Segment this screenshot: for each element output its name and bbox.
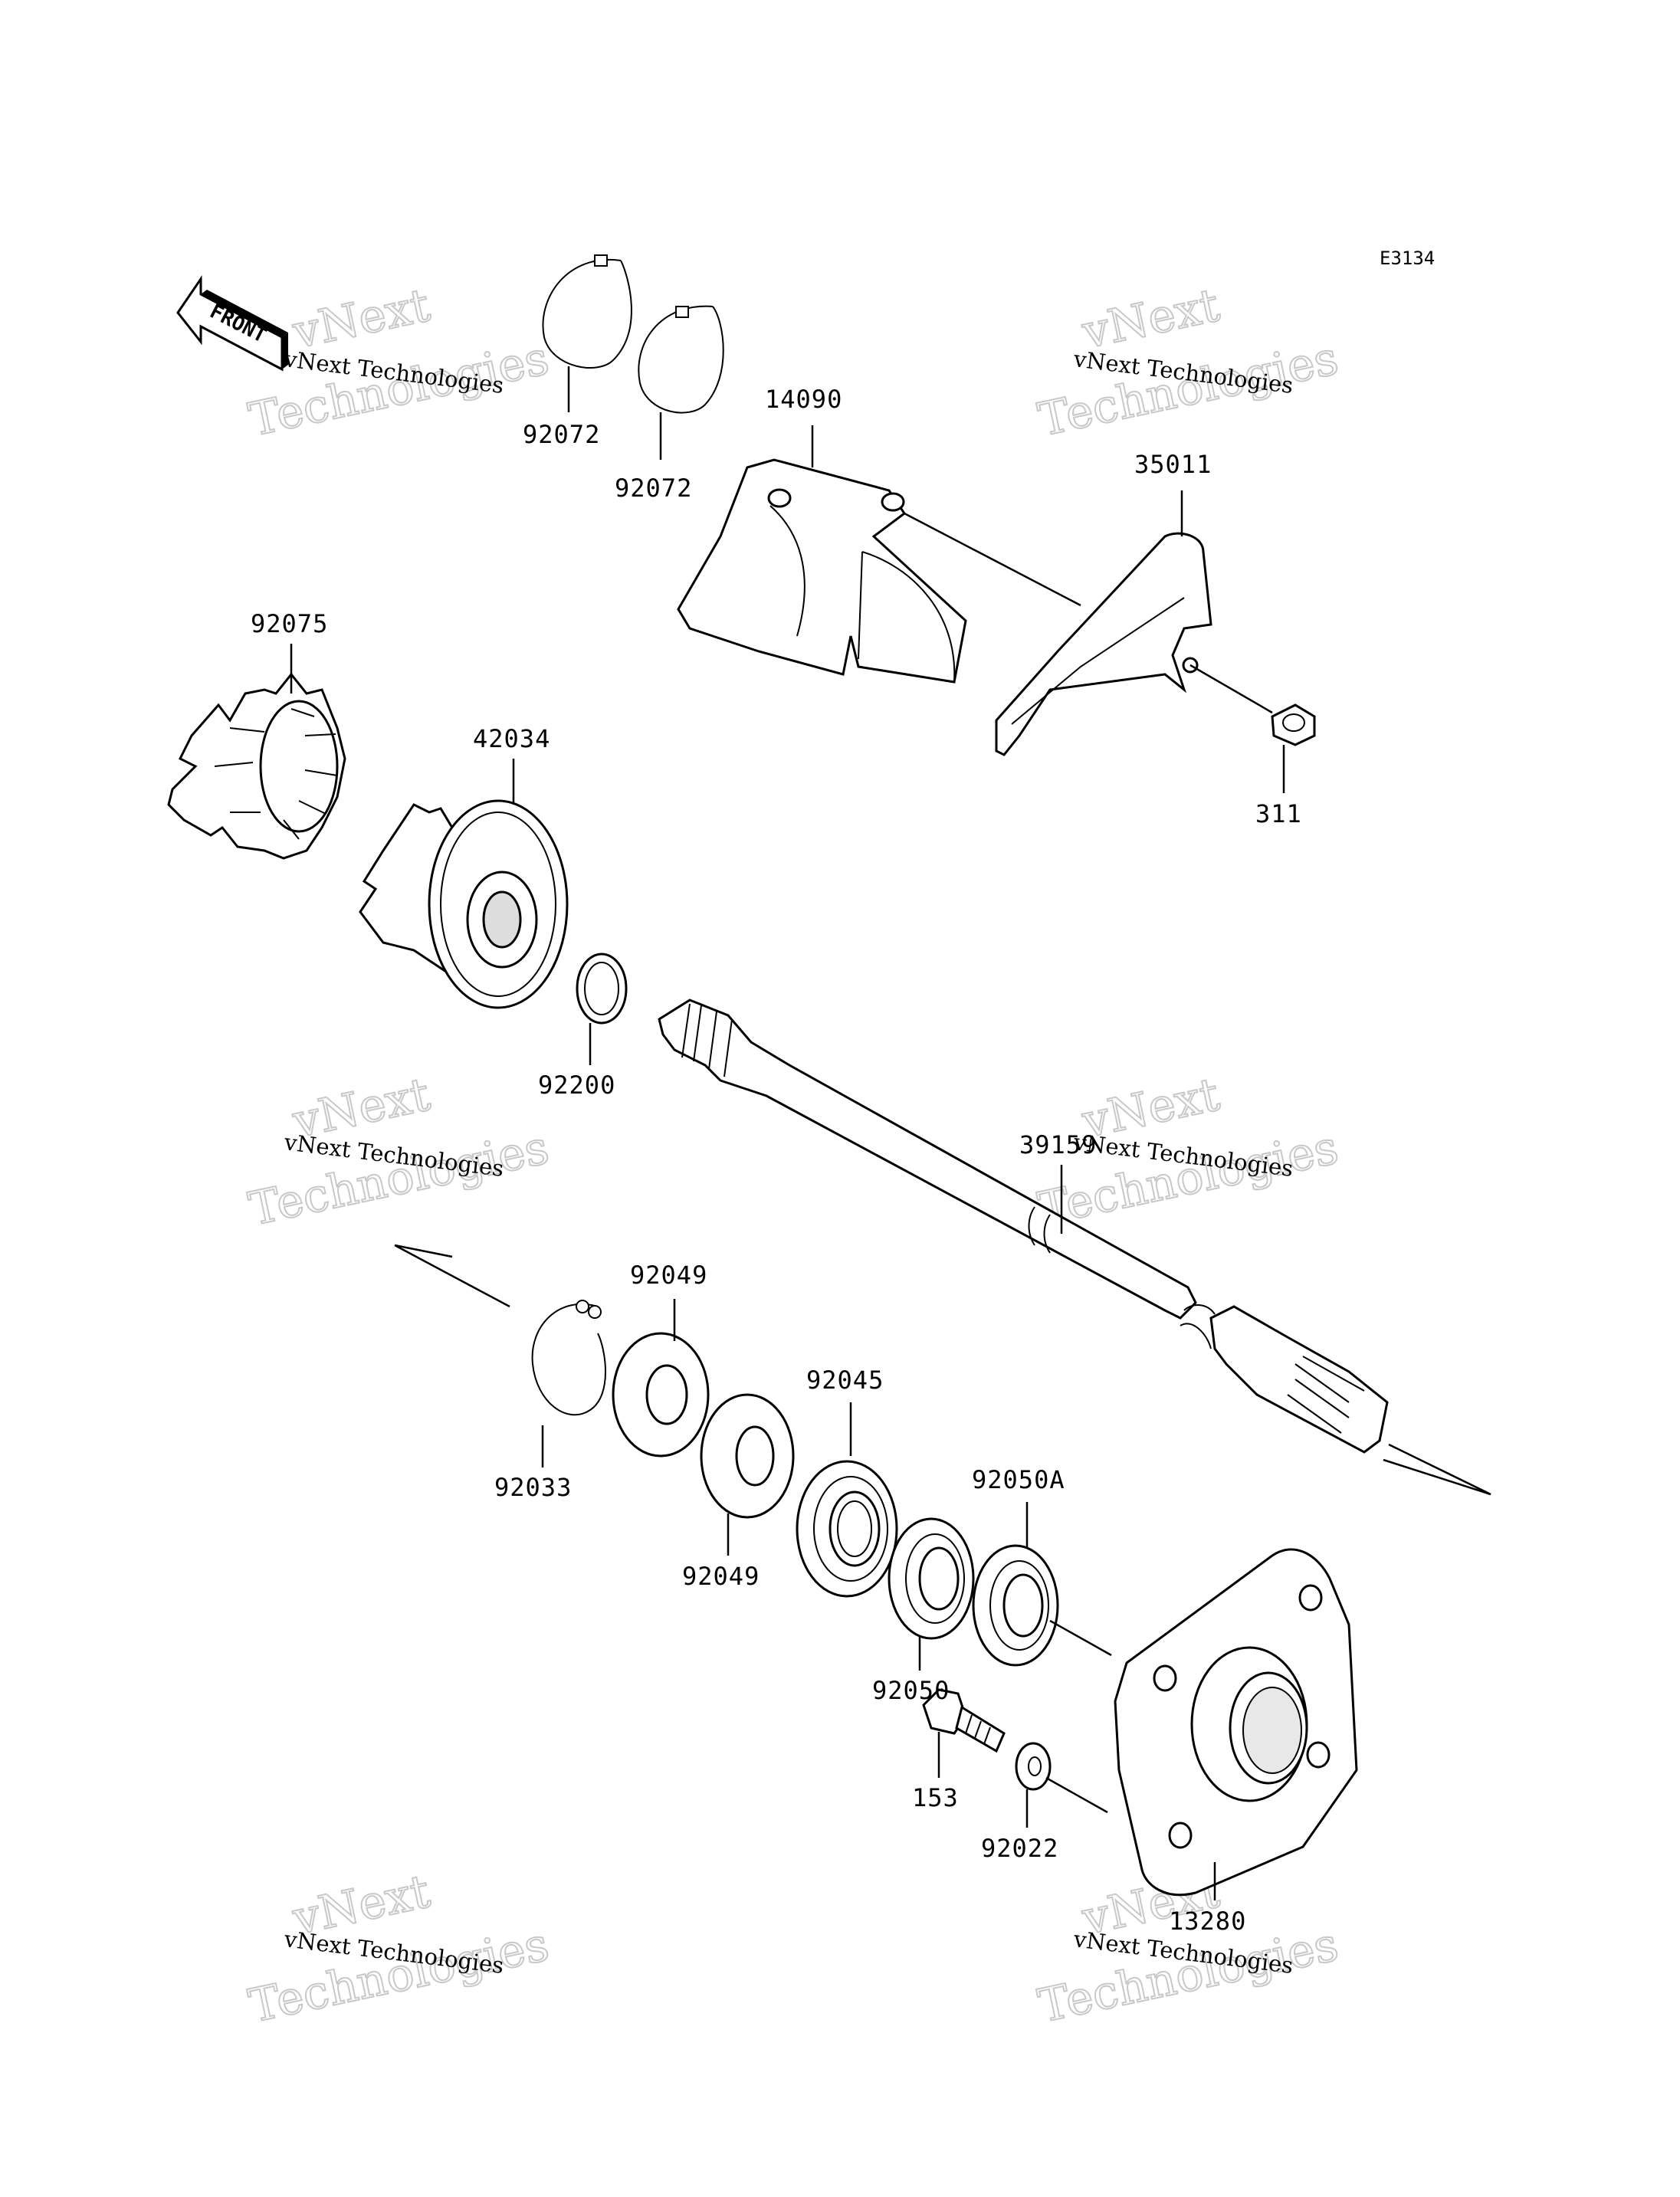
label-35011[interactable]: 35011 bbox=[1134, 450, 1212, 479]
part-labels: 92072 92072 14090 35011 311 92075 42034 … bbox=[251, 385, 1302, 1936]
part-42034-impeller[interactable] bbox=[359, 759, 569, 1009]
label-92045[interactable]: 92045 bbox=[806, 1366, 884, 1395]
part-92045-bearing[interactable] bbox=[796, 1402, 898, 1598]
part-35011-bracket[interactable] bbox=[995, 490, 1273, 756]
part-13280-housing[interactable] bbox=[1114, 1548, 1358, 1900]
part-14090-cover[interactable] bbox=[677, 425, 1081, 684]
label-92049[interactable]: 92049 bbox=[682, 1562, 760, 1591]
svg-text:vNext: vNext bbox=[1077, 278, 1223, 359]
label-311[interactable]: 311 bbox=[1255, 799, 1302, 828]
label-92050A[interactable]: 92050A bbox=[972, 1465, 1065, 1494]
label-92072[interactable]: 92072 bbox=[615, 474, 692, 503]
diagram-code: E3134 bbox=[1380, 248, 1435, 269]
part-39159-shaft[interactable] bbox=[394, 998, 1491, 1496]
watermark: vNext Technologies bbox=[1033, 277, 1344, 448]
part-92050-bearing[interactable] bbox=[888, 1517, 975, 1671]
part-92022-washer[interactable] bbox=[1015, 1742, 1108, 1828]
part-92049-seal[interactable] bbox=[612, 1299, 710, 1458]
label-153[interactable]: 153 bbox=[912, 1783, 959, 1812]
label-92072[interactable]: 92072 bbox=[523, 420, 600, 449]
label-92200[interactable]: 92200 bbox=[538, 1071, 615, 1100]
svg-text:vNext: vNext bbox=[287, 278, 434, 359]
front-arrow-icon: FRONT bbox=[176, 275, 288, 372]
label-92033[interactable]: 92033 bbox=[494, 1473, 572, 1502]
label-42034[interactable]: 42034 bbox=[473, 724, 550, 753]
label-92050[interactable]: 92050 bbox=[872, 1676, 950, 1705]
part-92075-damper[interactable] bbox=[167, 644, 346, 860]
part-92033-circlip[interactable] bbox=[531, 1300, 606, 1467]
label-92022[interactable]: 92022 bbox=[981, 1834, 1058, 1863]
label-13280[interactable]: 13280 bbox=[1169, 1907, 1246, 1936]
part-92050A-bearing[interactable] bbox=[972, 1502, 1112, 1667]
part-92200-washer[interactable] bbox=[576, 953, 628, 1065]
label-14090[interactable]: 14090 bbox=[765, 385, 842, 414]
label-39159[interactable]: 39159 bbox=[1019, 1130, 1097, 1159]
label-92049[interactable]: 92049 bbox=[630, 1261, 707, 1290]
part-153-bolt[interactable] bbox=[922, 1688, 1006, 1778]
part-92072-clip[interactable] bbox=[542, 254, 632, 412]
part-92072-clip[interactable] bbox=[638, 305, 724, 460]
part-311-nut[interactable] bbox=[1271, 703, 1316, 793]
label-92075[interactable]: 92075 bbox=[251, 609, 328, 638]
part-92049-seal[interactable] bbox=[700, 1393, 795, 1556]
